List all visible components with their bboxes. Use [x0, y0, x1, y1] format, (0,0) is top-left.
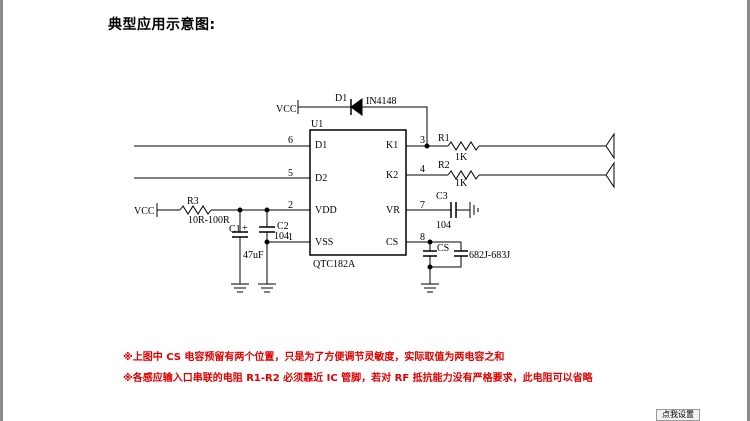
c2-ref-label: C2 [277, 221, 289, 232]
pin-number-2: 2 [288, 200, 293, 211]
diode-ref-label: D1 [335, 93, 347, 104]
c1-polarity-label: + [242, 223, 248, 234]
pin-number-8: 8 [420, 232, 425, 243]
pin-name-vss: VSS [315, 237, 333, 248]
c2-value-label: 104 [274, 231, 289, 242]
diagram-heading: 典型应用示意图: [108, 17, 216, 33]
antenna-k1-icon [605, 132, 615, 160]
c1-value-label: 47uF [243, 250, 264, 261]
vcc-top-label: VCC [276, 104, 297, 115]
resistor-r1 [447, 141, 480, 151]
junction-dot-c1 [237, 207, 243, 213]
junction-dot-vss [264, 239, 270, 245]
pin-number-1: 1 [288, 232, 293, 243]
diode-part-label: IN4148 [366, 96, 397, 107]
pin-name-k2: K2 [386, 170, 398, 181]
r2-ref-label: R2 [438, 160, 450, 171]
junction-dot-vdd [264, 207, 270, 213]
junction-dot-cs [427, 239, 433, 245]
r2-value-label: 1K [455, 178, 468, 189]
resistor-r2 [447, 170, 480, 180]
pin-name-cs: CS [386, 237, 398, 248]
junction-dot-cs-bottom [427, 264, 433, 270]
pin-name-vr: VR [386, 205, 400, 216]
r1-ref-label: R1 [438, 133, 450, 144]
ic-body [309, 129, 407, 256]
note-input-resistors: ※各感应输入口串联的电阻 R1-R2 必须靠近 IC 管脚，若对 RF 抵抗能力… [123, 373, 593, 384]
window-left-border [0, 0, 3, 421]
diode-d1-triangle [350, 98, 363, 116]
antenna-k2-icon [605, 161, 615, 189]
pin-number-6: 6 [288, 135, 293, 146]
r1-value-label: 1K [455, 152, 468, 163]
vcc-left-label: VCC [134, 206, 155, 217]
pin-name-k1: K1 [386, 140, 398, 151]
c1-ref-label: C1 [229, 224, 241, 235]
pin-name-d1: D1 [315, 140, 327, 151]
wire-cs-loop [430, 241, 462, 251]
pin-number-5: 5 [288, 168, 293, 179]
window-right-border [747, 0, 750, 421]
ic-part-label: QTC182A [313, 259, 356, 270]
r3-value-label: 10R-100R [188, 215, 230, 226]
note-cs-capacitor: ※上图中 CS 电容预留有两个位置，只是为了方便调节灵敏度，实际取值为两电容之和 [123, 352, 505, 363]
wire-diode-k1 [362, 106, 428, 146]
pin-name-d2: D2 [315, 173, 327, 184]
ic-ref-label: U1 [311, 119, 323, 130]
resistor-r3 [179, 205, 212, 215]
pin-number-4: 4 [420, 164, 425, 175]
settings-button[interactable]: 点我设置 [656, 409, 700, 421]
cs-ref-label: CS [437, 243, 449, 254]
pin-number-7: 7 [420, 200, 425, 211]
cs-value-label: 682J-683J [469, 250, 510, 261]
c3-value-label: 104 [436, 220, 451, 231]
r3-ref-label: R3 [187, 196, 199, 207]
wire-cs-bottom [429, 256, 462, 268]
junction-dot-k1 [424, 143, 430, 149]
c3-ref-label: C3 [436, 191, 448, 202]
pin-name-vdd: VDD [315, 205, 337, 216]
pin-number-3: 3 [420, 135, 425, 146]
